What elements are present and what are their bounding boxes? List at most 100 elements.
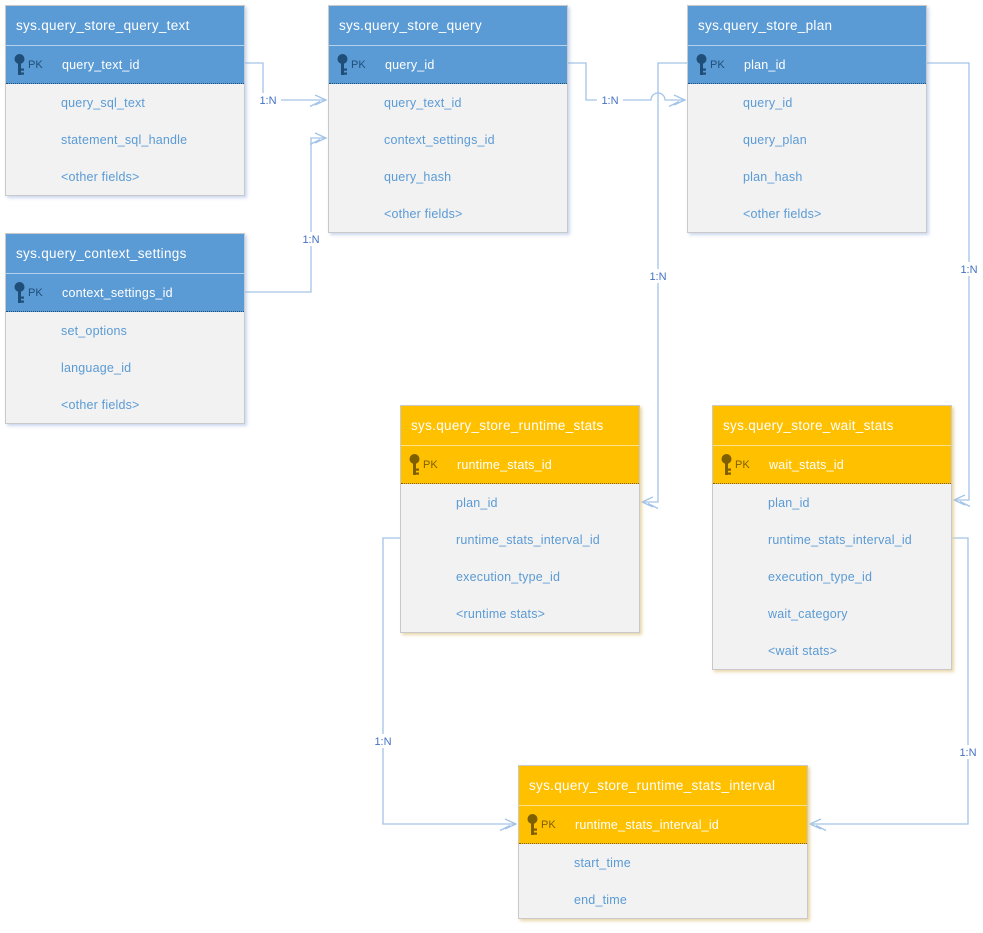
field-name: query_text_id bbox=[384, 96, 462, 110]
field-name: execution_type_id bbox=[456, 570, 561, 584]
pk-field-name: runtime_stats_interval_id bbox=[575, 817, 719, 832]
field-name: context_settings_id bbox=[384, 133, 495, 147]
relationship-line bbox=[245, 137, 326, 293]
connector-querytext-to-query: 1:N bbox=[245, 62, 328, 108]
pk-label: PK bbox=[735, 458, 750, 471]
arrowhead-many-icon bbox=[640, 496, 659, 510]
field-row: plan_id bbox=[713, 484, 951, 521]
cardinality-label: 1:N bbox=[601, 95, 618, 107]
arrowhead-many-icon bbox=[668, 94, 687, 108]
field-row: statement_sql_handle bbox=[6, 121, 244, 158]
field-row: <other fields> bbox=[329, 195, 567, 232]
field-name: query_plan bbox=[743, 133, 807, 147]
field-row: runtime_stats_interval_id bbox=[401, 521, 639, 558]
arrowhead-many-icon bbox=[309, 94, 328, 108]
relationship-line bbox=[245, 62, 326, 101]
field-name: plan_id bbox=[768, 496, 810, 510]
field-name: <other fields> bbox=[61, 170, 140, 184]
relationship-line bbox=[927, 62, 970, 501]
label-backing bbox=[645, 269, 671, 283]
pk-field-name: plan_id bbox=[744, 57, 786, 72]
field-row: <other fields> bbox=[6, 158, 244, 195]
field-list: query_sql_text statement_sql_handle <other… bbox=[6, 84, 244, 195]
cardinality-label: 1:N bbox=[259, 95, 276, 107]
pk-label: PK bbox=[541, 818, 556, 831]
key-icon bbox=[408, 453, 422, 477]
field-name: runtime_stats_interval_id bbox=[768, 533, 912, 547]
cardinality-label: 1:N bbox=[959, 747, 976, 759]
field-row: context_settings_id bbox=[329, 121, 567, 158]
field-name: plan_id bbox=[456, 496, 498, 510]
field-name: plan_hash bbox=[743, 170, 803, 184]
field-row: query_text_id bbox=[329, 84, 567, 121]
key-icon bbox=[13, 281, 27, 305]
relationship-line bbox=[568, 62, 685, 101]
field-row: query_hash bbox=[329, 158, 567, 195]
field-name: query_hash bbox=[384, 170, 452, 184]
field-name: query_sql_text bbox=[61, 96, 146, 110]
field-row: language_id bbox=[6, 349, 244, 386]
key-icon bbox=[526, 813, 540, 837]
field-name: <other fields> bbox=[384, 207, 463, 221]
pk-label: PK bbox=[710, 58, 725, 71]
entity-title: sys.query_context_settings bbox=[6, 234, 244, 273]
pk-field-name: context_settings_id bbox=[62, 285, 173, 300]
field-row: <runtime stats> bbox=[401, 595, 639, 632]
pk-label: PK bbox=[28, 286, 43, 299]
pk-label: PK bbox=[28, 58, 43, 71]
field-name: wait_category bbox=[768, 607, 848, 621]
field-name: <runtime stats> bbox=[456, 607, 546, 621]
field-row: wait_category bbox=[713, 595, 951, 632]
arrowhead-many-icon bbox=[309, 132, 328, 146]
key-icon bbox=[13, 53, 27, 77]
pk-field-name: wait_stats_id bbox=[769, 457, 844, 472]
field-row: <other fields> bbox=[688, 195, 926, 232]
field-name: statement_sql_handle bbox=[61, 133, 188, 147]
field-row: set_options bbox=[6, 312, 244, 349]
connector-contextsettings-to-query: 1:N bbox=[245, 132, 328, 293]
cardinality-label: 1:N bbox=[649, 271, 666, 283]
field-row: end_time bbox=[519, 881, 807, 918]
field-name: <other fields> bbox=[743, 207, 822, 221]
entity-title: sys.query_store_wait_stats bbox=[713, 406, 951, 445]
field-row: runtime_stats_interval_id bbox=[713, 521, 951, 558]
field-row: query_id bbox=[688, 84, 926, 121]
label-backing bbox=[955, 745, 981, 759]
entity-title: sys.query_store_query bbox=[329, 6, 567, 45]
pk-label: PK bbox=[423, 458, 438, 471]
field-row: <other fields> bbox=[6, 386, 244, 423]
connector-runtimestats-to-interval: 1:N bbox=[370, 537, 518, 832]
pk-field-name: runtime_stats_id bbox=[457, 457, 552, 472]
arrowhead-many-icon bbox=[952, 494, 971, 508]
connector-plan-to-waitstats: 1:N bbox=[927, 62, 982, 508]
key-icon bbox=[695, 53, 709, 77]
entity-title: sys.query_store_runtime_stats_interval bbox=[519, 766, 807, 805]
label-backing bbox=[597, 93, 623, 107]
pk-field-name: query_id bbox=[385, 57, 435, 72]
field-row: start_time bbox=[519, 844, 807, 881]
entity-title: sys.query_store_runtime_stats bbox=[401, 406, 639, 445]
primary-key-row: PK plan_id bbox=[688, 45, 926, 84]
field-row: <wait stats> bbox=[713, 632, 951, 669]
primary-key-row: PK context_settings_id bbox=[6, 273, 244, 312]
entity-title: sys.query_store_plan bbox=[688, 6, 926, 45]
primary-key-row: PK runtime_stats_id bbox=[401, 445, 639, 484]
connector-query-to-plan: 1:N bbox=[568, 62, 687, 108]
arrowhead-many-icon bbox=[808, 818, 827, 832]
pk-label: PK bbox=[351, 58, 366, 71]
field-row: query_sql_text bbox=[6, 84, 244, 121]
field-row: execution_type_id bbox=[401, 558, 639, 595]
label-backing bbox=[956, 262, 982, 276]
field-name: runtime_stats_interval_id bbox=[456, 533, 600, 547]
